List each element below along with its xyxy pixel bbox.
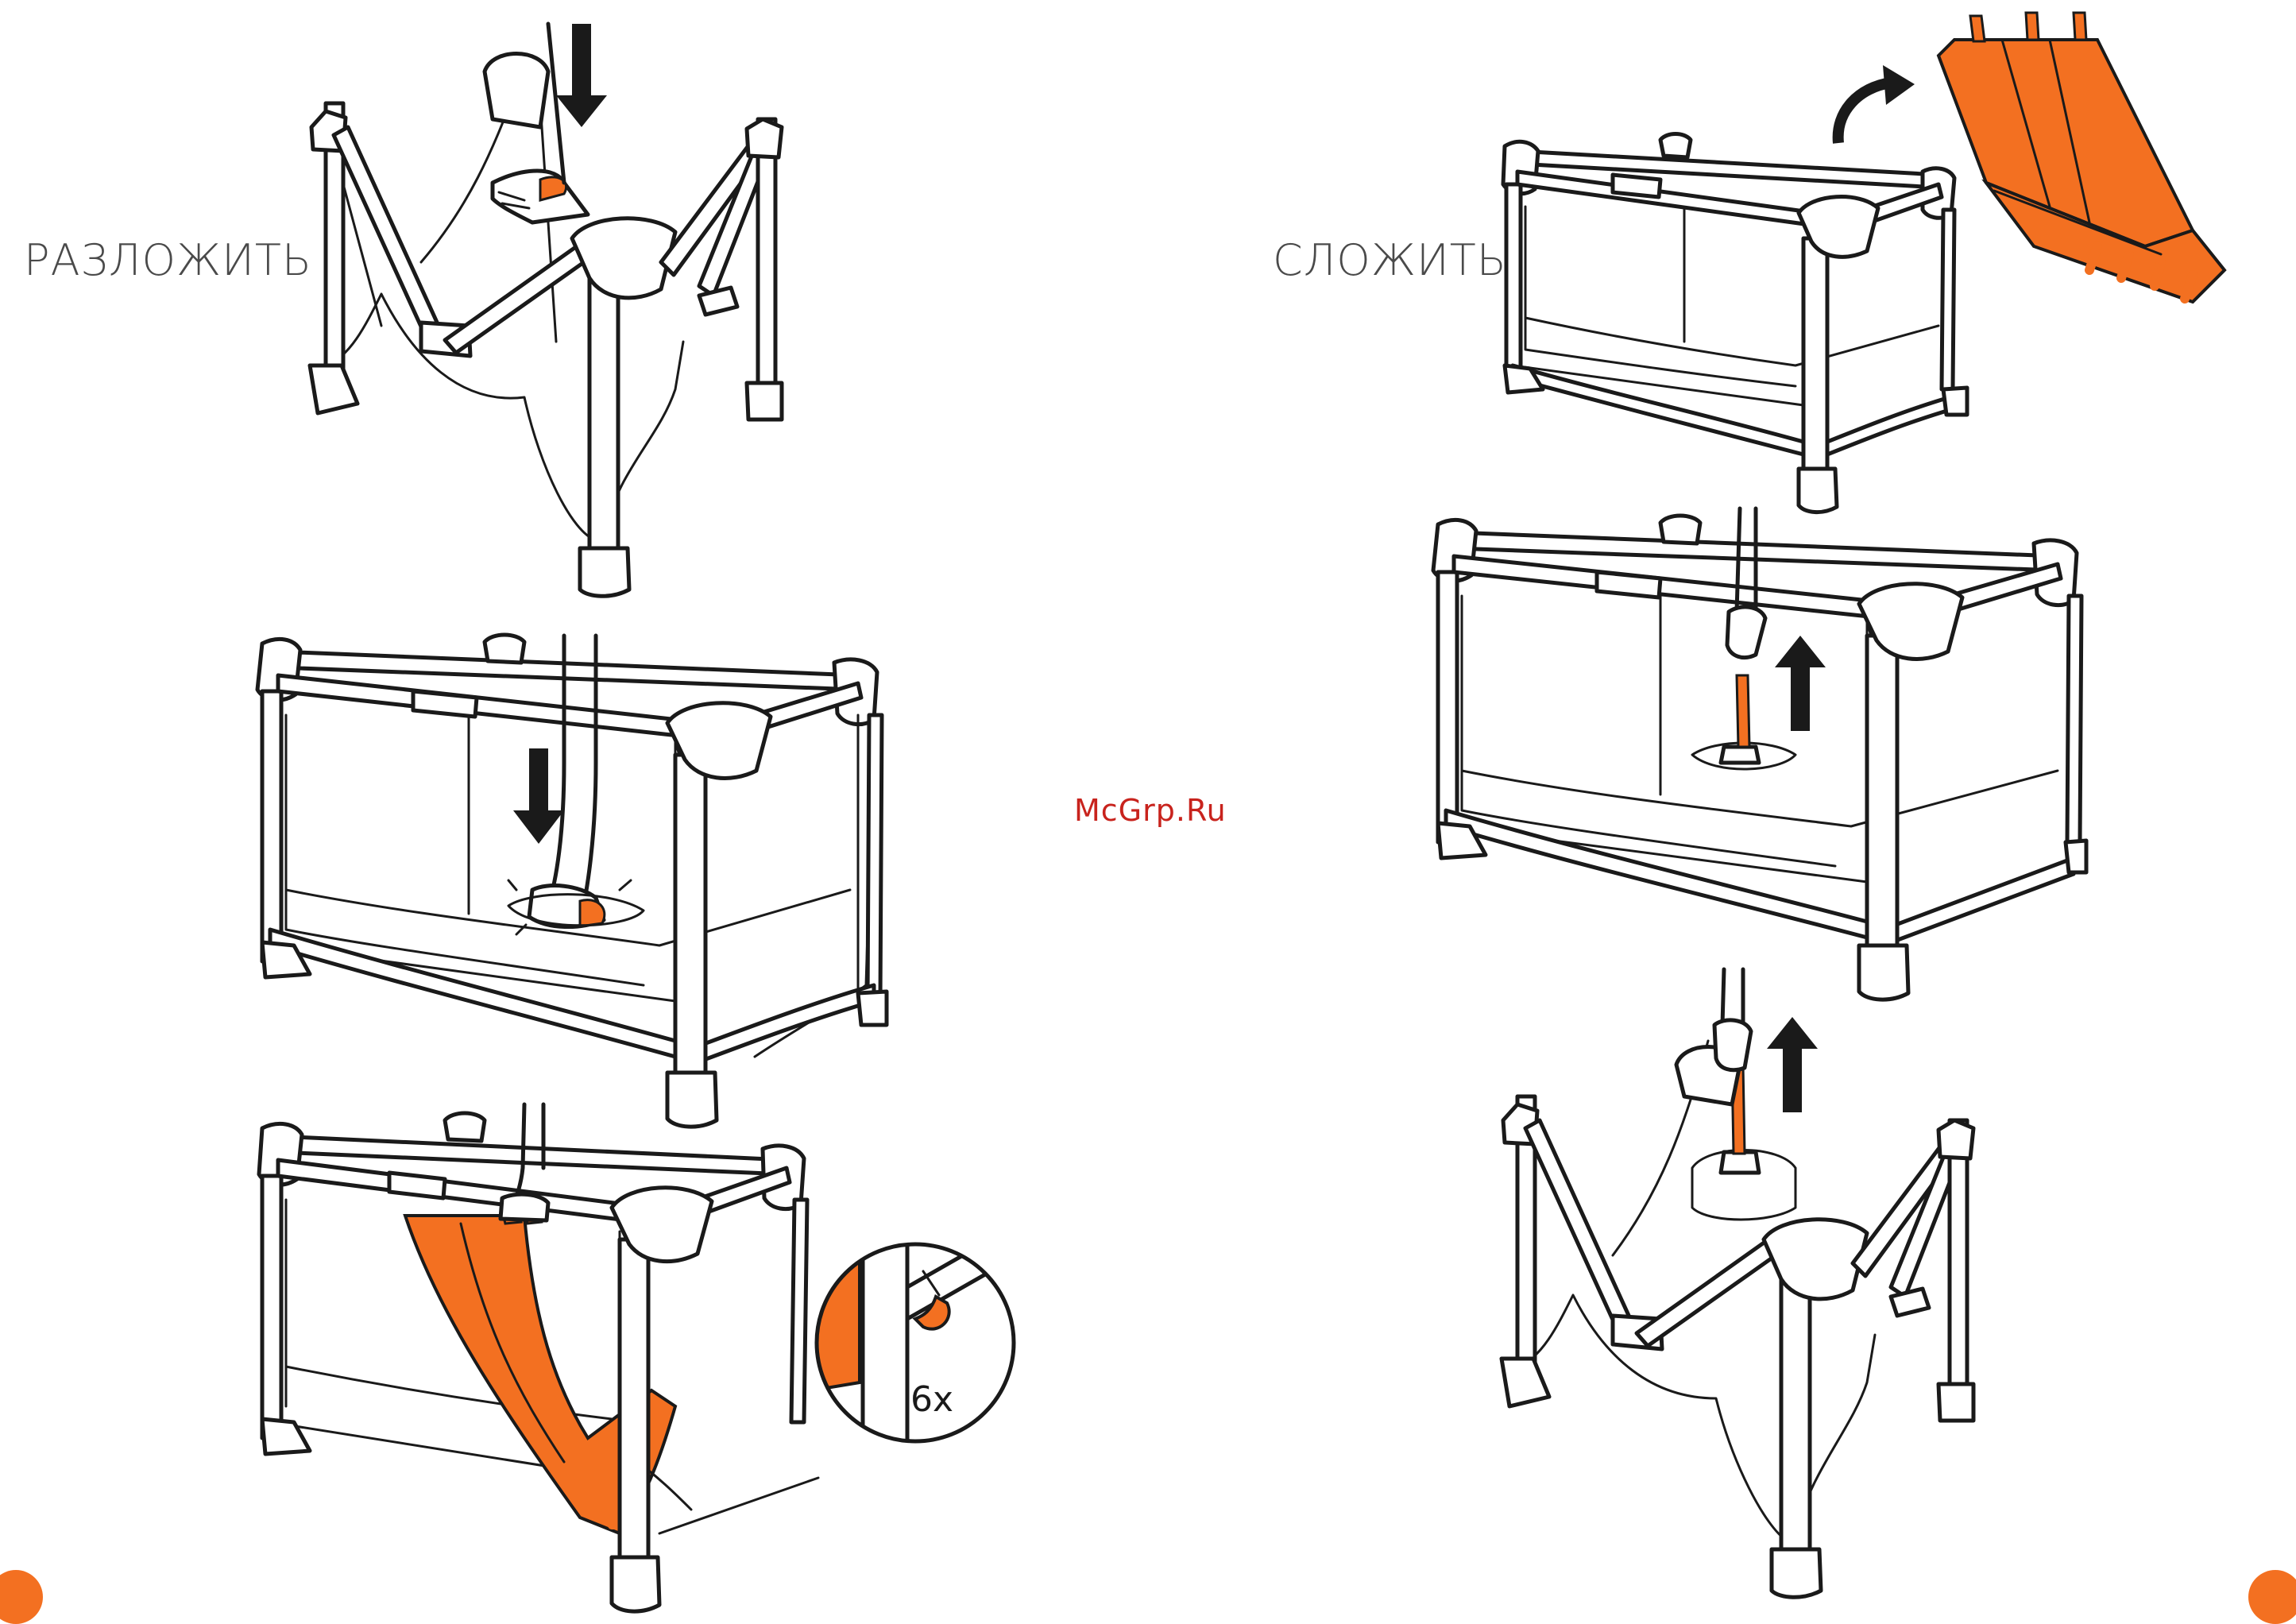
fold-step-2-illustration [1422,508,2097,1001]
fold-step-1-illustration [1494,127,1970,508]
curved-arrow-icon [1827,64,1923,151]
arrow-up-icon [1767,1017,1818,1112]
arrow-up-icon [1775,636,1826,731]
page-marker-right [2248,1570,2296,1624]
arrow-down-icon [556,24,607,127]
fold-heading: СЛОЖИТЬ [1273,235,1507,285]
page-marker-left [0,1570,43,1624]
watermark: McGrp.Ru [1074,793,1227,828]
unfold-step-3-illustration [246,1104,818,1613]
fold-step-3-illustration [1494,969,2002,1605]
folded-mattress-illustration [1923,8,2224,310]
strap-count-label: 6x [910,1379,953,1420]
unfold-step-1-illustration [302,24,810,612]
unfold-step-2-illustration [246,628,898,1152]
unfold-heading: РАЗЛОЖИТЬ [24,235,312,285]
arrow-down-icon [513,748,564,844]
